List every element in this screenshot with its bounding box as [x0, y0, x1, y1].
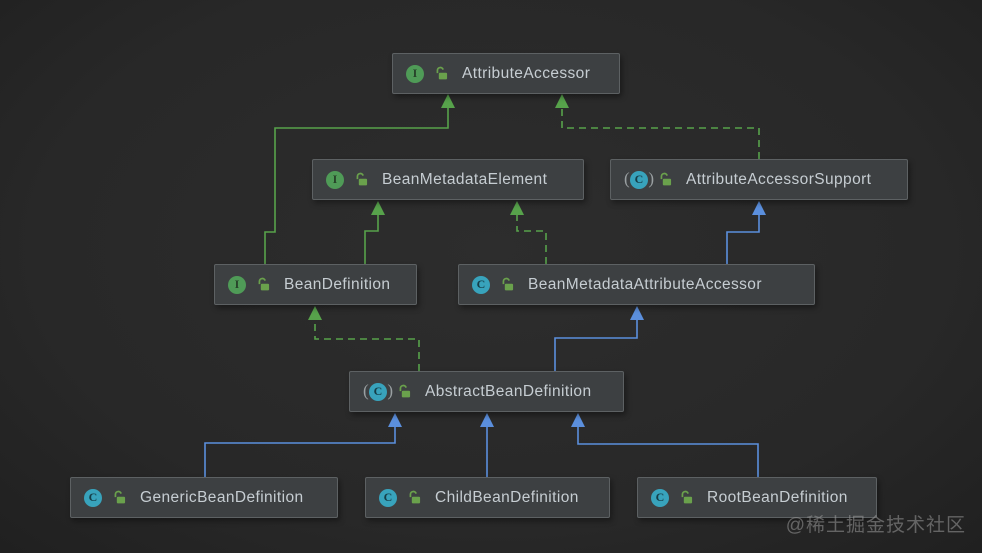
public-lock-icon	[434, 66, 449, 81]
abstract-class-icon: C	[624, 169, 654, 189]
class-icon: C	[379, 488, 397, 507]
class-icon: C	[651, 488, 669, 507]
class-name-label: RootBeanDefinition	[707, 488, 848, 506]
class-name-label: AttributeAccessor	[462, 64, 591, 82]
class-name-label: GenericBeanDefinition	[140, 488, 304, 506]
public-lock-icon	[407, 490, 422, 505]
class-name-label: AttributeAccessorSupport	[686, 170, 872, 188]
class-node-rootbeandefinition[interactable]: C RootBeanDefinition	[637, 477, 877, 518]
abstract-class-icon: C	[363, 381, 393, 401]
edge-beanmetadataattributeaccessor-extends-attributeaccessorsupport	[726, 201, 766, 264]
edge-abstractbeandefinition-extends-beanmetadataattributeaccessor	[554, 306, 644, 371]
edge-childbeandefinition-extends-abstractbeandefinition	[480, 413, 494, 477]
interface-icon: I	[326, 170, 344, 189]
class-name-label: AbstractBeanDefinition	[425, 382, 592, 400]
class-name-label: BeanMetadataElement	[382, 170, 548, 188]
class-node-genericbeandefinition[interactable]: C GenericBeanDefinition	[70, 477, 338, 518]
public-lock-icon	[397, 384, 412, 399]
class-node-attributeaccessor[interactable]: I AttributeAccessor	[392, 53, 620, 94]
class-node-abstractbeandefinition[interactable]: C AbstractBeanDefinition	[349, 371, 624, 412]
class-name-label: BeanMetadataAttributeAccessor	[528, 275, 762, 293]
edge-attributeaccessorsupport-implements-attributeaccessor	[555, 94, 760, 159]
interface-icon: I	[406, 64, 424, 83]
class-node-beandefinition[interactable]: I BeanDefinition	[214, 264, 417, 305]
class-node-beanmetadataelement[interactable]: I BeanMetadataElement	[312, 159, 584, 200]
public-lock-icon	[354, 172, 369, 187]
edge-rootbeandefinition-extends-abstractbeandefinition	[571, 413, 759, 477]
edge-beanmetadataattributeaccessor-implements-beanmetadataelement	[510, 201, 547, 264]
interface-icon: I	[228, 275, 246, 294]
edge-beandefinition-extends-attributeaccessor	[264, 94, 455, 264]
edge-abstractbeandefinition-implements-beandefinition	[308, 306, 420, 371]
public-lock-icon	[112, 490, 127, 505]
edge-genericbeandefinition-extends-abstractbeandefinition	[204, 413, 402, 477]
public-lock-icon	[500, 277, 515, 292]
class-icon: C	[84, 488, 102, 507]
class-name-label: ChildBeanDefinition	[435, 488, 579, 506]
class-icon: C	[472, 275, 490, 294]
edge-beandefinition-extends-beanmetadataelement	[364, 201, 385, 264]
class-node-beanmetadataattributeaccessor[interactable]: C BeanMetadataAttributeAccessor	[458, 264, 815, 305]
public-lock-icon	[658, 172, 673, 187]
watermark-text: @稀土掘金技术社区	[785, 515, 966, 536]
class-node-childbeandefinition[interactable]: C ChildBeanDefinition	[365, 477, 610, 518]
class-node-attributeaccessorsupport[interactable]: C AttributeAccessorSupport	[610, 159, 908, 200]
class-name-label: BeanDefinition	[284, 275, 391, 293]
public-lock-icon	[679, 490, 694, 505]
public-lock-icon	[256, 277, 271, 292]
